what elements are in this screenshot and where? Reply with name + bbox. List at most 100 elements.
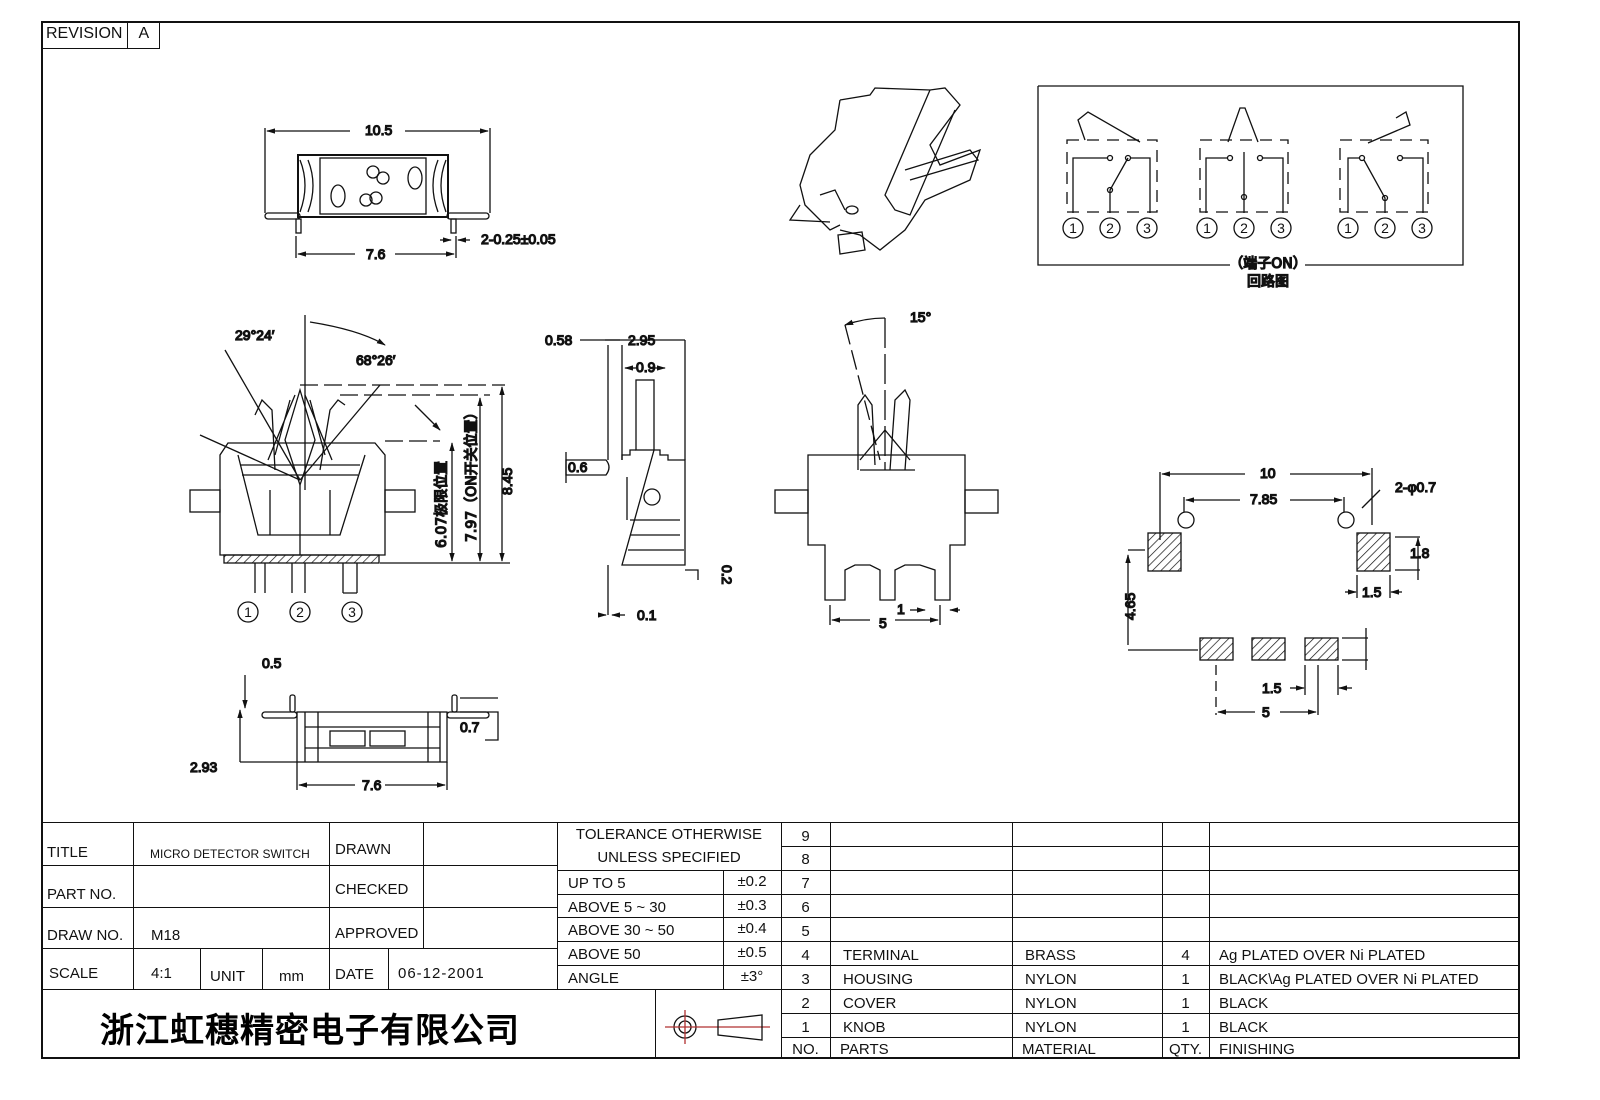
divider bbox=[133, 822, 134, 989]
tolerance-value: ±3° bbox=[740, 968, 764, 985]
tolerance-range: ABOVE 30 ~ 50 bbox=[568, 922, 675, 939]
divider bbox=[557, 917, 781, 918]
divider bbox=[557, 941, 781, 942]
dim-side-pin: 0.6 bbox=[568, 459, 588, 475]
part-no-label: PART NO. bbox=[47, 886, 117, 903]
draw-no-value: M18 bbox=[151, 927, 181, 944]
divider bbox=[41, 989, 781, 990]
divider bbox=[557, 822, 558, 989]
parts-material: NYLON bbox=[1025, 1019, 1077, 1036]
parts-finishing bbox=[1214, 917, 1520, 941]
parts-no: 2 bbox=[801, 995, 810, 1012]
divider bbox=[41, 865, 557, 866]
dim-side-width: 2.95 bbox=[628, 332, 655, 348]
revision-box: REVISION A bbox=[41, 21, 161, 49]
divider bbox=[781, 1013, 1520, 1014]
parts-qty: 1 bbox=[1181, 1019, 1190, 1036]
divider bbox=[1209, 822, 1210, 1059]
dim-pcb-holes-pitch: 7.85 bbox=[1250, 491, 1277, 507]
divider bbox=[781, 894, 1520, 895]
terminal-label: 1 bbox=[244, 604, 252, 620]
dim-front-b: 7.97（ON开关位置） bbox=[464, 405, 480, 542]
front-view bbox=[189, 315, 510, 623]
parts-material bbox=[1020, 869, 1162, 893]
terminal-label: 2 bbox=[1381, 220, 1389, 236]
divider bbox=[41, 822, 1520, 823]
dim-side-offset: 0.2 bbox=[719, 565, 735, 585]
dim-rear-pin: 1 bbox=[897, 601, 905, 617]
parts-name: HOUSING bbox=[843, 971, 914, 988]
dim-top-pin-width: 2-0.25±0.05 bbox=[481, 231, 556, 247]
unit-value: mm bbox=[279, 968, 304, 985]
divider bbox=[1012, 822, 1013, 1059]
tolerance-value: ±0.5 bbox=[737, 944, 767, 961]
tolerance-value: ±0.3 bbox=[737, 897, 767, 914]
parts-qty bbox=[1162, 822, 1209, 846]
front-terminal-labels: 1 2 3 bbox=[244, 604, 356, 620]
dim-rear-angle: 15° bbox=[910, 309, 931, 325]
divider bbox=[388, 948, 389, 989]
parts-name bbox=[838, 917, 1012, 941]
divider bbox=[781, 941, 1520, 942]
circuit-terminal-labels: 1 2 3 1 2 3 1 2 3 bbox=[1069, 220, 1426, 236]
parts-qty: 1 bbox=[1181, 971, 1190, 988]
parts-no: 7 bbox=[801, 875, 810, 892]
parts-header-no: NO. bbox=[792, 1041, 819, 1058]
parts-name bbox=[838, 893, 1012, 917]
bottom-view bbox=[237, 675, 499, 790]
parts-name: KNOB bbox=[843, 1019, 886, 1036]
parts-no: 3 bbox=[801, 971, 810, 988]
title-value: MICRO DETECTOR SWITCH bbox=[150, 847, 310, 861]
dim-bottom-thick: 0.5 bbox=[262, 655, 282, 671]
parts-name bbox=[838, 869, 1012, 893]
revision-value: A bbox=[138, 25, 150, 42]
divider bbox=[830, 822, 831, 1059]
tolerance-range: ABOVE 5 ~ 30 bbox=[568, 899, 666, 916]
dim-front-c: 8.45 bbox=[499, 468, 515, 495]
divider bbox=[781, 1037, 1520, 1038]
revision-label: REVISION bbox=[41, 21, 129, 48]
divider bbox=[262, 948, 263, 989]
dim-bottom-width: 7.6 bbox=[362, 777, 382, 793]
dim-pcb-outer: 10 bbox=[1260, 465, 1276, 481]
tolerance-value: ±0.2 bbox=[737, 873, 767, 890]
dim-front-a: 6.07极限位置 bbox=[434, 461, 450, 548]
tolerance-range: ABOVE 50 bbox=[568, 946, 641, 963]
parts-no: 8 bbox=[801, 851, 810, 868]
parts-finishing: BLACK bbox=[1219, 995, 1269, 1012]
parts-header-parts: PARTS bbox=[840, 1041, 889, 1058]
unit-label: UNIT bbox=[210, 968, 245, 985]
drawn-label: DRAWN bbox=[335, 841, 392, 858]
divider bbox=[781, 822, 782, 1059]
scale-label: SCALE bbox=[49, 965, 99, 982]
parts-material bbox=[1020, 893, 1162, 917]
company-name: 浙江虹穗精密电子有限公司 bbox=[100, 1011, 520, 1051]
parts-finishing: BLACK bbox=[1219, 1019, 1269, 1036]
terminal-label: 1 bbox=[1203, 220, 1211, 236]
circuit-caption-1: （端子ON） bbox=[1229, 256, 1307, 272]
divider bbox=[329, 822, 330, 989]
parts-header-finishing: FINISHING bbox=[1219, 1041, 1295, 1058]
tolerance-header-1: TOLERANCE OTHERWISE bbox=[575, 826, 763, 843]
parts-no: 4 bbox=[801, 947, 810, 964]
terminal-label: 2 bbox=[296, 604, 304, 620]
dim-pcb-vertical: 4.65 bbox=[1122, 593, 1138, 620]
terminal-label: 1 bbox=[1069, 220, 1077, 236]
parts-name bbox=[838, 822, 1012, 846]
draw-no-label: DRAW NO. bbox=[47, 927, 124, 944]
rear-view bbox=[774, 317, 999, 625]
parts-finishing bbox=[1214, 845, 1520, 869]
dim-pcb-holes: 2-φ0.7 bbox=[1395, 479, 1436, 495]
parts-finishing: Ag PLATED OVER Ni PLATED bbox=[1219, 947, 1426, 964]
divider bbox=[423, 822, 424, 948]
parts-qty bbox=[1162, 893, 1209, 917]
drawing-sheet-border bbox=[41, 21, 1520, 1059]
parts-finishing: BLACK\Ag PLATED OVER Ni PLATED bbox=[1219, 971, 1479, 988]
date-value: 06-12-2001 bbox=[398, 965, 485, 982]
pcb-layout bbox=[1125, 468, 1421, 715]
parts-finishing bbox=[1214, 869, 1520, 893]
divider bbox=[41, 907, 557, 908]
divider bbox=[723, 870, 724, 989]
dim-bottom-pin: 0.7 bbox=[460, 719, 480, 735]
